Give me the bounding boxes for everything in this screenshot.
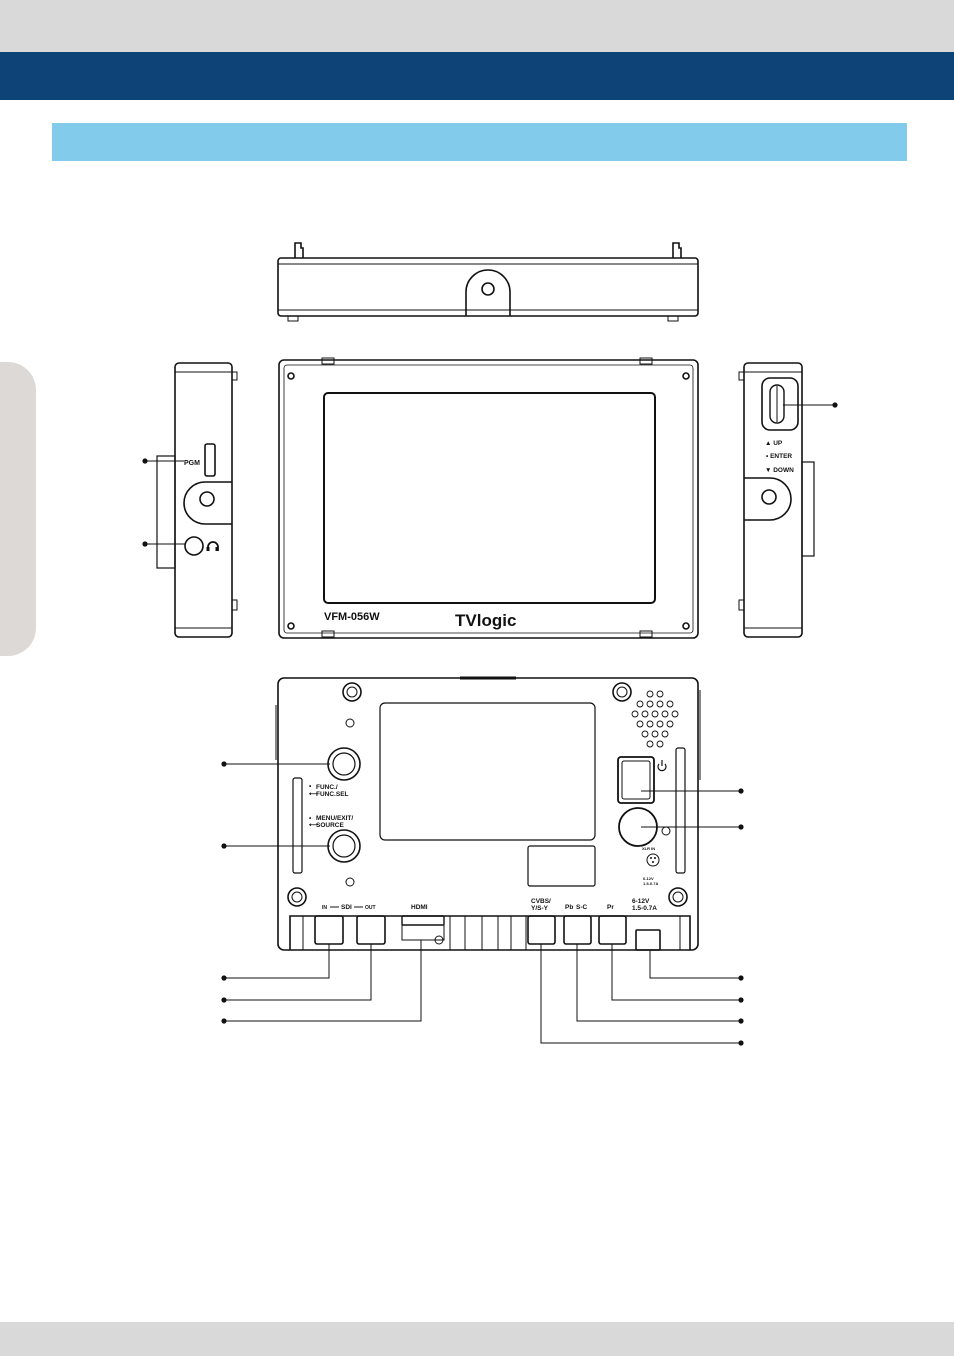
header-bar [0, 52, 954, 100]
jog-dial-housing [761, 377, 799, 431]
menu-label-1: MENU/EXIT/ [316, 815, 353, 822]
sc-label: S-C [576, 904, 588, 911]
connector-gap-ribs [449, 915, 527, 951]
rear-label-plate [527, 845, 596, 887]
hdmi-label: HDMI [411, 904, 428, 911]
power-button[interactable] [617, 756, 655, 804]
right-side-view: ▲ UP • ENTER ▼ DOWN [738, 362, 815, 638]
power-icon [657, 763, 667, 772]
hdmi-connector [401, 915, 445, 926]
side-mount-hole-right [761, 489, 777, 505]
cvbs-label-1: CVBS/ [531, 898, 551, 905]
pr-label: Pr [607, 904, 614, 911]
sdi-out-connector [356, 915, 386, 945]
xlr-voltage-2: 1.5-0.7A [643, 881, 658, 886]
top-gray-band [0, 0, 954, 52]
pgm-label: PGM [184, 460, 200, 467]
pb-connector [563, 915, 592, 945]
dc-label-2: 1.5-0.7A [632, 905, 657, 912]
model-label: VFM-056W [324, 611, 380, 623]
down-label: ▼ DOWN [765, 467, 794, 474]
top-mount-hole [481, 282, 495, 296]
svg-text:•: • [309, 783, 312, 790]
svg-text:•: • [309, 815, 312, 822]
xlr-label: XLR IN [642, 846, 655, 851]
right-side-callouts [783, 402, 838, 408]
left-side-view: PGM [156, 362, 238, 638]
headphone-icon [207, 541, 219, 551]
footer-band [0, 1322, 954, 1356]
sdi-out-label: OUT [365, 905, 376, 911]
jog-dial[interactable] [769, 384, 785, 424]
sdi-in-connector [314, 915, 344, 945]
svg-text:⟵: ⟵ [309, 791, 319, 798]
pr-connector [598, 915, 627, 945]
xlr-voltage-1: 6-12V [643, 876, 654, 881]
svg-text:⟵: ⟵ [309, 822, 319, 829]
section-title-bar [52, 123, 907, 161]
brand-logo: TVlogic [455, 611, 516, 630]
xlr-pin-diagram [646, 853, 660, 867]
pgm-port [204, 443, 216, 477]
rear-view: • FUNC./ ⟵ FUNC.SEL • MENU/EXIT/ ⟵ SOURC… [275, 676, 701, 951]
top-view [277, 242, 699, 322]
pb-label: Pb [565, 904, 573, 911]
lcd-screen [323, 392, 656, 604]
func-label-2: FUNC.SEL [316, 791, 349, 798]
left-callouts [142, 458, 185, 547]
up-label: ▲ UP [765, 440, 783, 447]
dc-label-1: 6-12V [632, 898, 650, 905]
side-mount-hole [199, 491, 215, 507]
front-view: VFM-056W TVlogic [278, 357, 699, 639]
menu-label-2: SOURCE [316, 822, 344, 829]
rear-panel-plate [379, 702, 596, 841]
speaker-grille [631, 690, 679, 748]
headphone-jack [184, 536, 204, 556]
rear-callouts [221, 761, 744, 1046]
func-label-1: FUNC./ [316, 784, 338, 791]
chapter-side-tab [0, 362, 36, 656]
dc-jack [635, 929, 661, 951]
sdi-label: SDI [341, 904, 352, 911]
enter-label: • ENTER [766, 453, 792, 460]
cvbs-label-2: Y/S-Y [531, 905, 549, 912]
sdi-in-label: IN [322, 905, 327, 911]
cvbs-connector [527, 915, 556, 945]
